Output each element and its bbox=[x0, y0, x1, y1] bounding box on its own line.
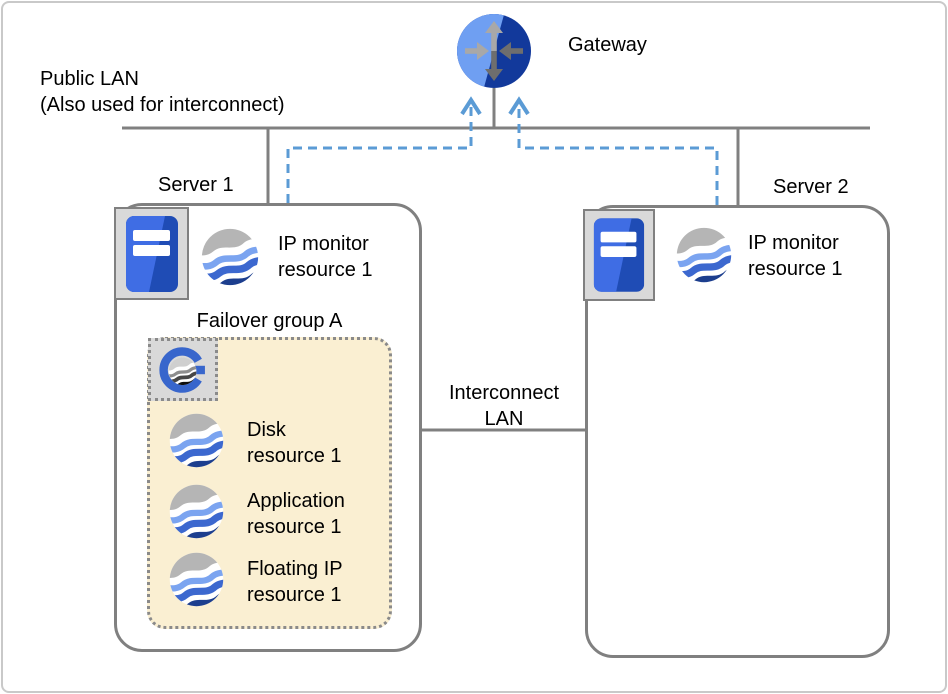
monitor-path-server2 bbox=[517, 104, 719, 205]
disk-resource-icon bbox=[168, 412, 225, 469]
resource-line1: Application bbox=[247, 490, 345, 512]
floating-ip-resource-label: Floating IP resource 1 bbox=[247, 556, 343, 608]
interconnect-lan-label: Interconnect LAN bbox=[423, 380, 585, 432]
ip-monitor-line1: IP monitor bbox=[748, 232, 839, 254]
resource-line1: Disk bbox=[247, 419, 286, 441]
server-glyph-icon bbox=[588, 216, 650, 294]
resource-line2: resource 1 bbox=[247, 584, 342, 606]
group-glyph-icon bbox=[156, 343, 210, 397]
server1-icon bbox=[114, 207, 189, 300]
interconnect-lan-line2: LAN bbox=[484, 408, 524, 430]
gateway-router-icon bbox=[456, 13, 532, 89]
monitor-path-server1 bbox=[286, 104, 473, 203]
disk-resource-label: Disk resource 1 bbox=[247, 417, 342, 469]
gateway-label: Gateway bbox=[568, 34, 647, 56]
application-resource-icon bbox=[168, 483, 225, 540]
resource-line2: resource 1 bbox=[247, 516, 342, 538]
ip-monitor-line2: resource 1 bbox=[278, 259, 373, 281]
server1-ip-monitor-label: IP monitor resource 1 bbox=[278, 231, 373, 283]
ip-monitor-line2: resource 1 bbox=[748, 258, 843, 280]
ip-monitor-resource-icon bbox=[200, 227, 260, 287]
public-lan-label-line1: Public LAN bbox=[40, 68, 139, 90]
server2-label: Server 2 bbox=[773, 176, 849, 198]
server2-icon bbox=[583, 209, 655, 301]
server1-label: Server 1 bbox=[158, 174, 234, 196]
public-lan-label-line2: (Also used for interconnect) bbox=[40, 94, 285, 116]
ip-monitor-line1: IP monitor bbox=[278, 233, 369, 255]
ip-monitor-resource-icon bbox=[675, 226, 733, 284]
resource-line1: Floating IP bbox=[247, 558, 343, 580]
floating-ip-resource-icon bbox=[168, 551, 225, 608]
monitor-arrowhead-server1 bbox=[460, 96, 482, 116]
interconnect-lan-line1: Interconnect bbox=[448, 382, 560, 404]
application-resource-label: Application resource 1 bbox=[247, 488, 345, 540]
server2-ip-monitor-label: IP monitor resource 1 bbox=[748, 230, 843, 282]
monitor-arrowhead-server2 bbox=[508, 96, 530, 116]
failover-group-icon bbox=[148, 338, 218, 401]
failover-group-label: Failover group A bbox=[196, 310, 343, 332]
server-glyph-icon bbox=[120, 214, 184, 294]
resource-line2: resource 1 bbox=[247, 445, 342, 467]
public-lan-label: Public LAN (Also used for interconnect) bbox=[40, 66, 285, 118]
